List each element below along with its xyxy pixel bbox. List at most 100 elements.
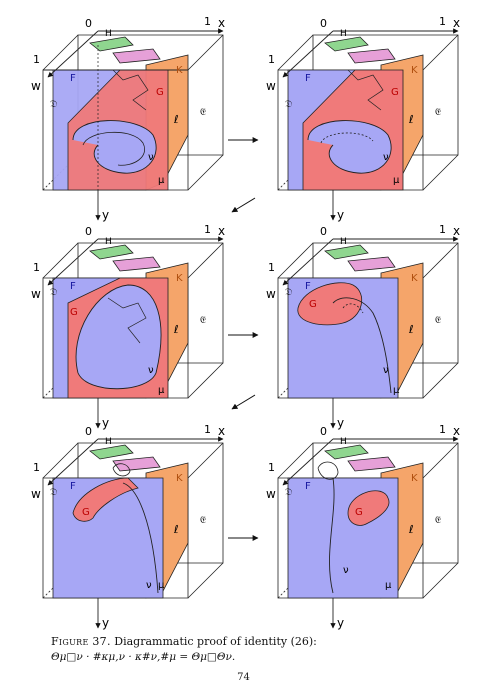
label-x: x <box>453 424 460 438</box>
label-D: 𝔇 <box>285 287 292 298</box>
label-E: 𝔈 <box>200 315 206 326</box>
label-nu: ν <box>146 580 152 591</box>
label-zero: 0 <box>320 425 327 438</box>
label-F: F <box>70 73 76 84</box>
label-w: w <box>266 79 276 93</box>
label-one-w: 1 <box>268 53 275 66</box>
label-y: y <box>102 616 109 630</box>
figure-37: 0 1 x 1 w y H F G K 𝔇 𝔈 ℓ ν μ 0 1 x 1 w … <box>31 15 460 630</box>
label-x: x <box>453 16 460 30</box>
label-E: 𝔈 <box>200 515 206 526</box>
label-x: x <box>218 424 225 438</box>
label-y: y <box>337 208 344 222</box>
caption-formula: Θμ□ν · #κμ,ν · κ#ν,#μ = Θμ□Θν. <box>51 651 236 663</box>
label-zero: 0 <box>320 225 327 238</box>
label-zero: 0 <box>85 17 92 30</box>
label-K: K <box>411 65 418 76</box>
label-K: K <box>411 273 418 284</box>
label-H: H <box>340 237 347 247</box>
caption-text: Diagrammatic proof of identity (26): <box>114 635 317 648</box>
page-number: 74 <box>237 672 250 683</box>
label-ell: ℓ <box>173 113 179 126</box>
label-w: w <box>31 79 41 93</box>
label-one-w: 1 <box>33 461 40 474</box>
arrow-p4-p5 <box>231 394 256 410</box>
label-one-x: 1 <box>439 423 446 436</box>
label-E: 𝔈 <box>435 515 441 526</box>
panel-6: 0 1 x 1 w y H F G K 𝔇 𝔈 ℓ ν μ <box>266 423 460 630</box>
label-one-x: 1 <box>204 223 211 236</box>
label-D: 𝔇 <box>50 287 57 298</box>
label-F: F <box>70 481 76 492</box>
label-K: K <box>176 65 183 76</box>
label-ell: ℓ <box>408 323 414 336</box>
label-G: G <box>309 299 317 310</box>
label-y: y <box>102 208 109 222</box>
label-ell: ℓ <box>173 323 179 336</box>
label-w: w <box>31 287 41 301</box>
label-F: F <box>305 481 311 492</box>
label-zero: 0 <box>85 225 92 238</box>
label-H: H <box>105 237 112 247</box>
label-K: K <box>176 273 183 284</box>
label-mu: μ <box>158 385 165 396</box>
panel-5: 0 1 x 1 w y H F G K 𝔇 𝔈 ℓ ν μ <box>31 423 225 630</box>
label-E: 𝔈 <box>200 107 206 118</box>
label-F: F <box>305 73 311 84</box>
label-E: 𝔈 <box>435 107 441 118</box>
label-G: G <box>82 507 90 518</box>
label-H: H <box>340 437 347 447</box>
label-nu: ν <box>148 365 154 376</box>
label-one-w: 1 <box>268 461 275 474</box>
green-sheet <box>89 36 134 52</box>
label-w: w <box>31 487 41 501</box>
label-x: x <box>453 224 460 238</box>
label-D: 𝔇 <box>50 99 57 110</box>
panel-4: 0 1 x 1 w y H F G K 𝔇 𝔈 ℓ ν μ <box>266 223 460 430</box>
label-K: K <box>176 473 183 484</box>
label-D: 𝔇 <box>50 487 57 498</box>
label-ell: ℓ <box>408 523 414 536</box>
label-mu: μ <box>393 175 400 186</box>
label-G: G <box>70 307 78 318</box>
figure-caption: Figure 37. Diagrammatic proof of identit… <box>51 634 451 665</box>
label-ell: ℓ <box>173 523 179 536</box>
label-ell: ℓ <box>408 113 414 126</box>
label-nu: ν <box>343 565 349 576</box>
label-one-x: 1 <box>204 423 211 436</box>
label-D: 𝔇 <box>285 99 292 110</box>
label-H: H <box>105 29 112 39</box>
label-F: F <box>70 281 76 292</box>
label-one-w: 1 <box>33 53 40 66</box>
label-mu: μ <box>385 580 392 591</box>
label-mu: μ <box>158 175 165 186</box>
panel-3: 0 1 x 1 w y H F G K 𝔇 𝔈 ℓ ν μ <box>31 223 225 430</box>
label-nu: ν <box>383 365 389 376</box>
label-G: G <box>355 507 363 518</box>
label-w: w <box>266 287 276 301</box>
label-E: 𝔈 <box>435 315 441 326</box>
arrow-p2-p3 <box>231 197 256 213</box>
label-one-x: 1 <box>439 223 446 236</box>
label-D: 𝔇 <box>285 487 292 498</box>
label-y: y <box>337 416 344 430</box>
label-nu: ν <box>148 152 154 163</box>
caption-label: Figure 37. <box>51 635 111 648</box>
label-x: x <box>218 224 225 238</box>
label-one-w: 1 <box>268 261 275 274</box>
label-H: H <box>340 29 347 39</box>
label-one-x: 1 <box>204 15 211 28</box>
label-G: G <box>391 87 399 98</box>
label-K: K <box>411 473 418 484</box>
label-mu: μ <box>393 385 400 396</box>
panel-1: 0 1 x 1 w y H F G K 𝔇 𝔈 ℓ ν μ <box>31 15 225 222</box>
label-F: F <box>305 281 311 292</box>
pink-sheet <box>112 48 161 64</box>
label-x: x <box>218 16 225 30</box>
label-zero: 0 <box>85 425 92 438</box>
label-H: H <box>105 437 112 447</box>
label-y: y <box>337 616 344 630</box>
panel-2: 0 1 x 1 w y H F G K 𝔇 𝔈 ℓ ν μ <box>266 15 460 222</box>
label-nu: ν <box>383 152 389 163</box>
label-w: w <box>266 487 276 501</box>
